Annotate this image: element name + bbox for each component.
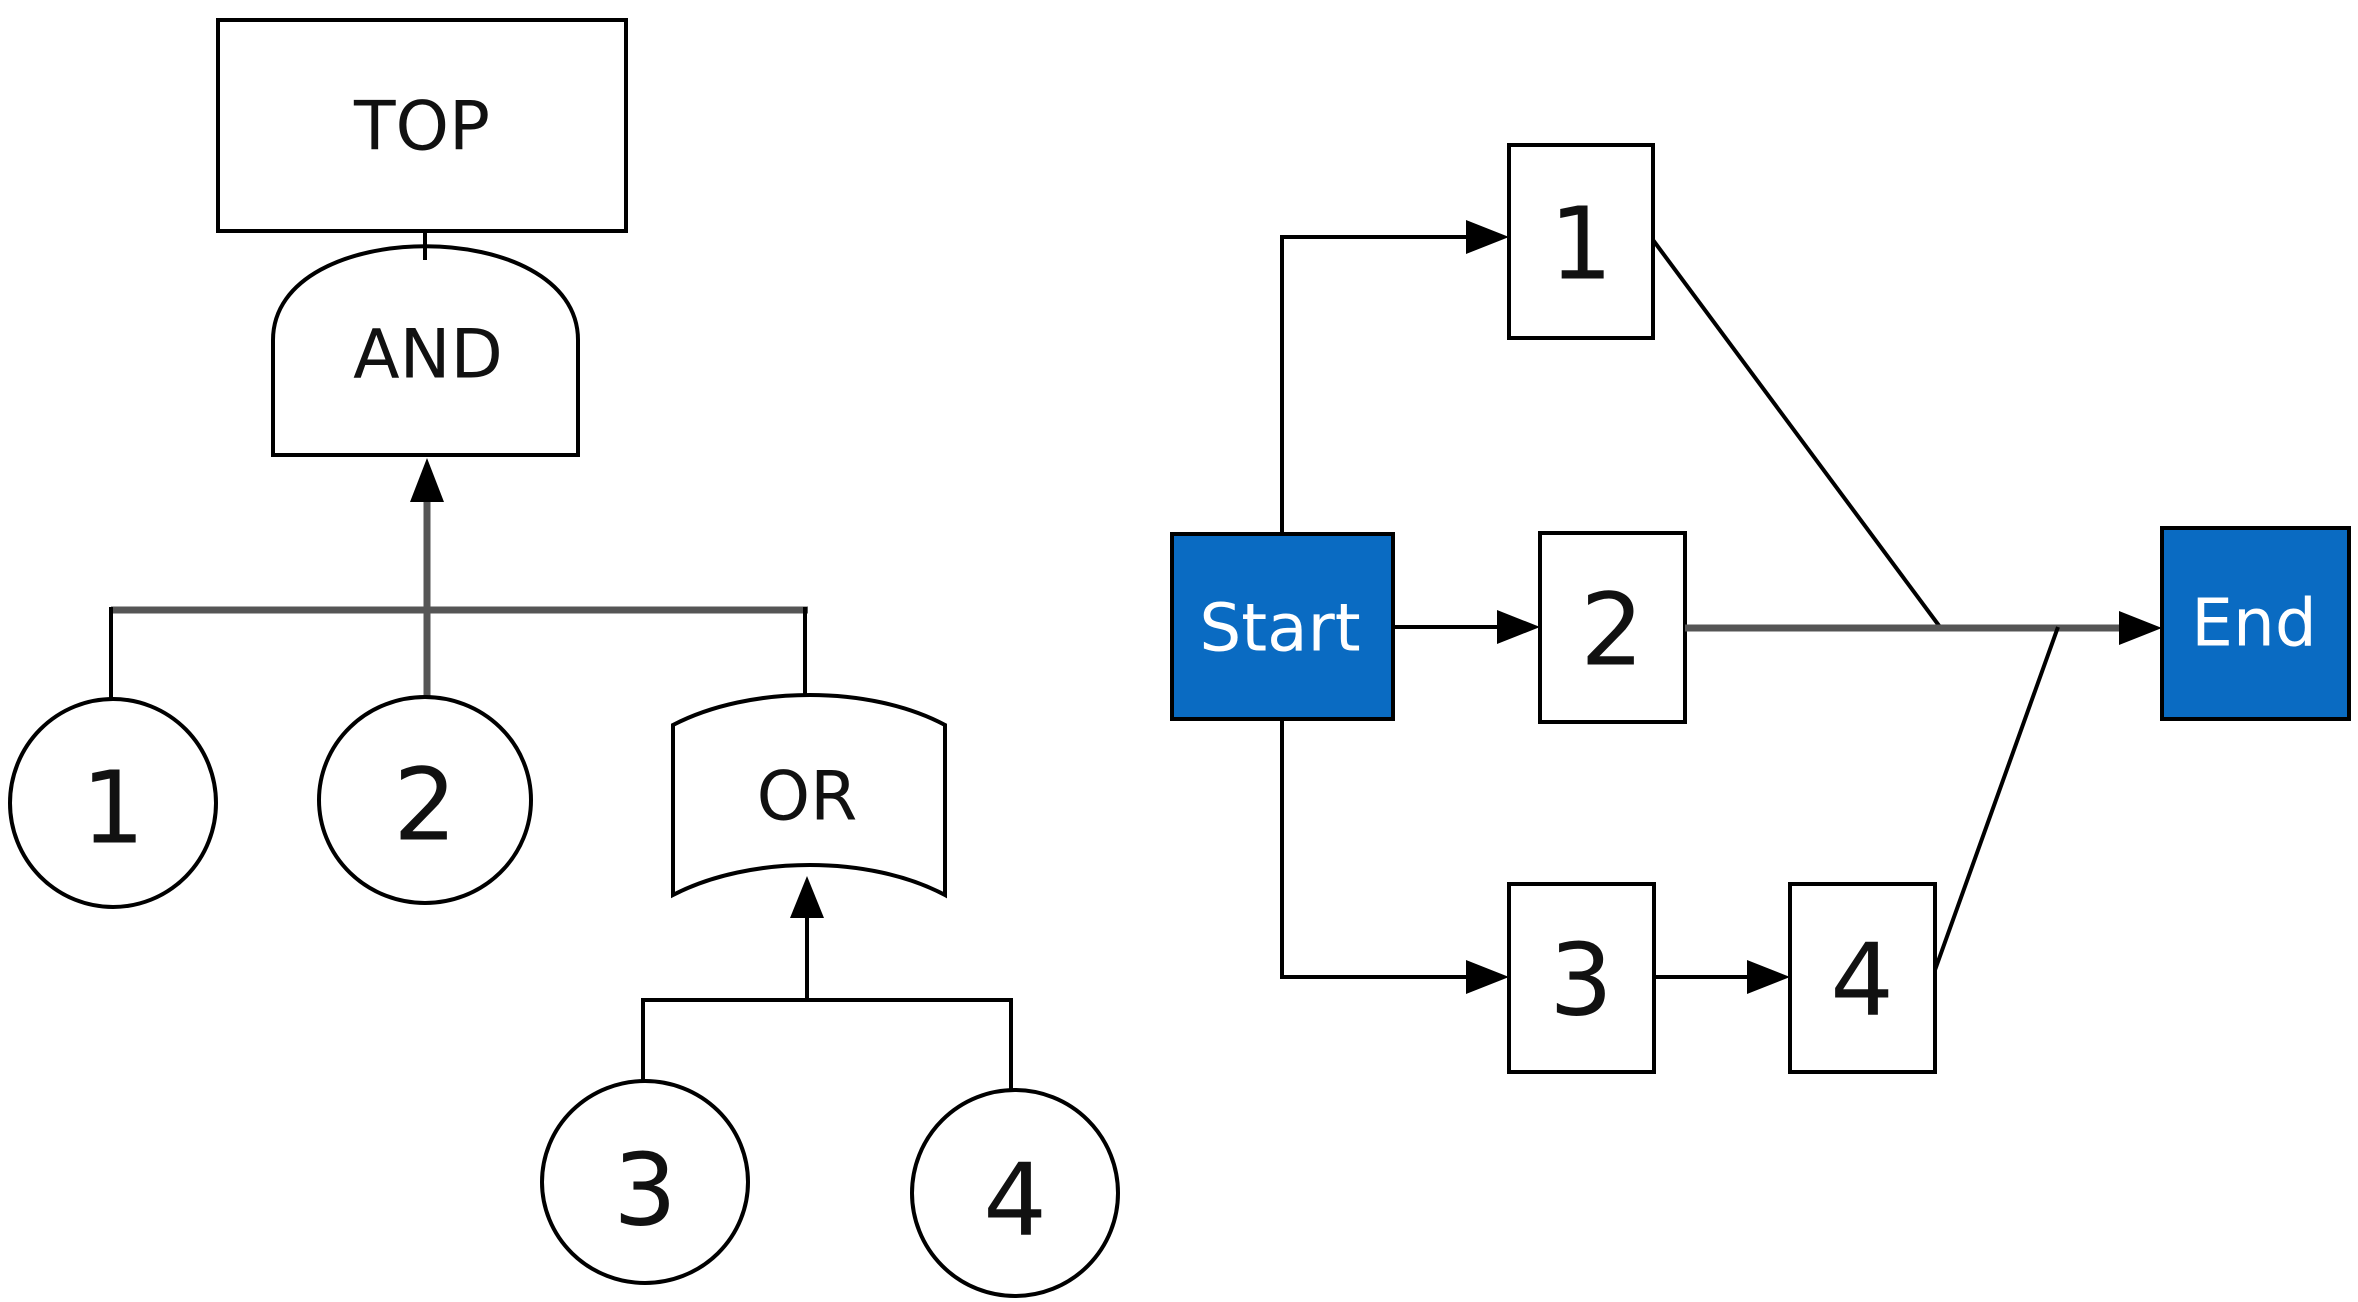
- fault-event-1-label: 1: [81, 750, 145, 867]
- block-3: [1507, 882, 1656, 1074]
- fault-event-4: [910, 1088, 1120, 1298]
- start-node-label: Start: [1199, 590, 1360, 667]
- edge-start-to-2-arrow: [1497, 610, 1540, 644]
- and-gate: [271, 244, 580, 457]
- block-1-label: 1: [1549, 186, 1613, 303]
- top-event-box: [216, 18, 628, 233]
- edge-start-to-1: [1280, 235, 1470, 534]
- fault-event-3: [540, 1079, 750, 1285]
- block-2: [1538, 531, 1687, 724]
- edge-4-to-end: [1933, 626, 2060, 971]
- fault-event-3-label: 3: [613, 1132, 677, 1249]
- block-3-label: 3: [1549, 922, 1613, 1039]
- reliability-block-diagram: Start End 1 2 3 4: [1170, 143, 2351, 1074]
- or-gate: [671, 693, 947, 899]
- fault-event-2-label: 2: [393, 747, 457, 864]
- edge-1-to-end: [1651, 238, 1942, 629]
- block-4-label: 4: [1830, 922, 1894, 1039]
- end-node: [2160, 526, 2351, 721]
- edge-3-to-4-arrow: [1747, 960, 1790, 994]
- fault-event-2: [317, 695, 533, 905]
- edge-start-to-1-arrow: [1466, 220, 1509, 254]
- and-gate-label: AND: [353, 316, 503, 395]
- end-node-label: End: [2191, 585, 2316, 662]
- block-4: [1788, 882, 1937, 1074]
- fault-event-1: [8, 697, 218, 909]
- block-1: [1507, 143, 1655, 340]
- or-input-arrow: [790, 876, 824, 918]
- edge-to-end-arrow: [2119, 611, 2162, 645]
- start-node: [1170, 532, 1395, 721]
- edge-start-to-3-arrow: [1466, 960, 1509, 994]
- top-event-label: TOP: [353, 88, 490, 167]
- and-input-arrow: [410, 458, 444, 502]
- or-gate-label: OR: [757, 758, 858, 837]
- block-2-label: 2: [1580, 572, 1644, 689]
- fault-event-4-label: 4: [983, 1142, 1047, 1259]
- fault-tree: TOP AND 1 2 OR 3 4: [8, 18, 1120, 1298]
- edge-start-to-3: [1280, 719, 1470, 979]
